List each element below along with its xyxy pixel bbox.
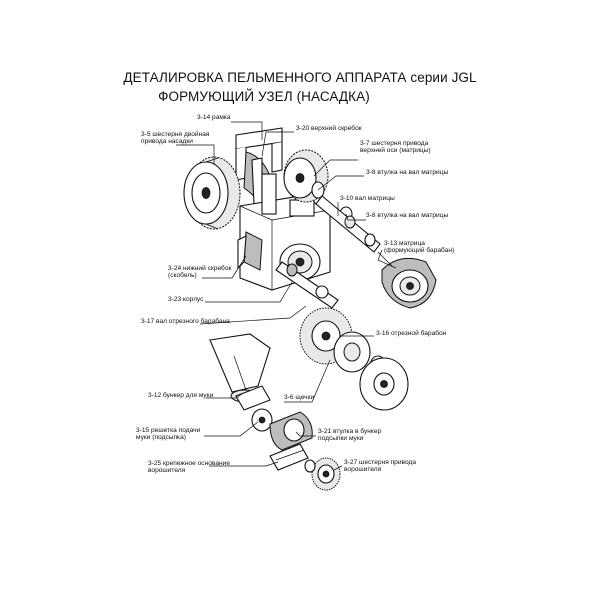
- label-cheeks: 3-6 щечки: [284, 394, 315, 401]
- label-matrix-shaft-bush-2: 3-8 втулка на вал матрицы: [366, 212, 449, 219]
- cheeks-part: [359, 357, 409, 411]
- hopper-bush-part: [269, 411, 313, 451]
- label-cutting-drum-shaft: 3-17 вал отрезного барабана: [141, 318, 230, 325]
- agitator-mounting-base-part: [269, 443, 309, 471]
- label-lower-scraper: 3-24 нижний скребок(скобель): [168, 265, 232, 280]
- agitator-gear-part: [304, 457, 341, 491]
- label-frame: 3-14 рамка: [197, 114, 231, 121]
- flour-hopper-part: [208, 333, 272, 411]
- label-flour-hopper: 3-12 бункер для муки: [148, 392, 214, 399]
- cutting-drum-shaft-part: [275, 261, 339, 309]
- leader-lines: [176, 121, 397, 471]
- label-matrix-drum: 3-13 матрица(формующий барабан): [384, 240, 455, 255]
- matrix-drum-part: [377, 251, 437, 309]
- label-matrix-shaft-bush-1: 3-8 втулка на вал матрицы: [366, 169, 449, 176]
- lower-scraper-part: [237, 231, 263, 271]
- label-cutting-drum: 3-16 отрезной барабон: [376, 330, 447, 337]
- frame-part: [235, 127, 283, 181]
- diagram-subtitle: ФОРМУЮЩИЙ УЗЕЛ (НАСАДКА): [158, 89, 370, 104]
- label-housing: 3-23 корпус: [168, 296, 204, 303]
- diagram-title: ДЕТАЛИРОВКА ПЕЛЬМЕННОГО АППАРАТА серии J…: [123, 70, 477, 85]
- label-matrix-shaft: 3-10 вал матрицы: [340, 195, 395, 202]
- label-upper-scraper: 3-20 верхний скребок: [296, 125, 362, 132]
- double-gear-part: [183, 156, 241, 230]
- flour-feed-grate-part: [251, 408, 273, 432]
